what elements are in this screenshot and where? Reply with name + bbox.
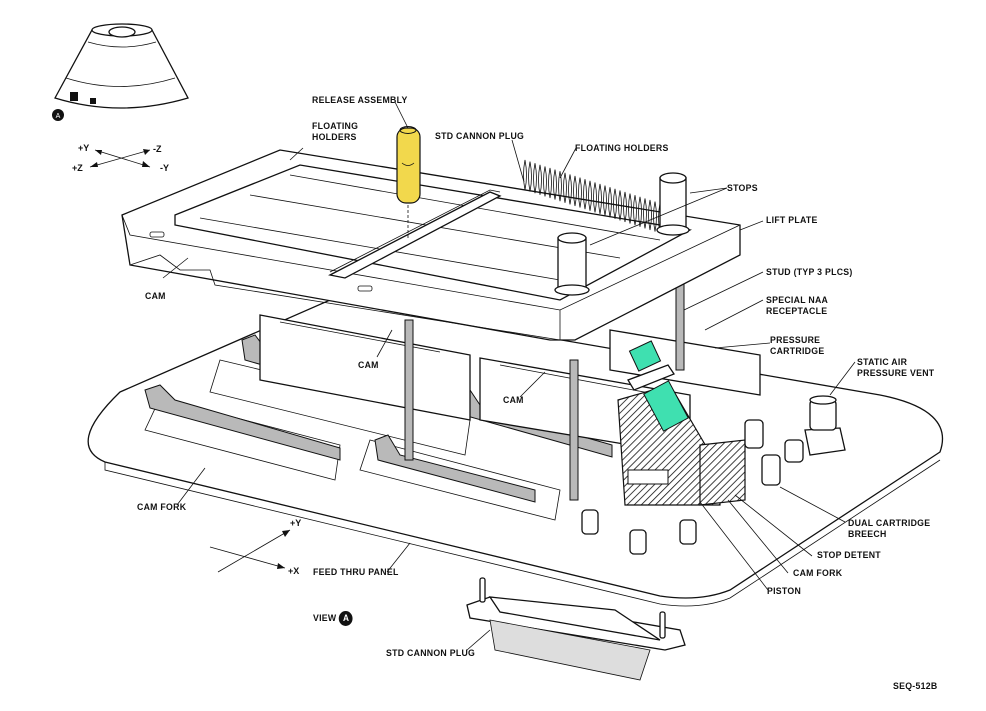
coil-spring bbox=[623, 191, 627, 223]
coil-spring bbox=[538, 164, 542, 195]
coil-spring bbox=[533, 163, 537, 194]
axis-plus-x-bottom: +X bbox=[288, 566, 300, 576]
label-stop-detent: STOP DETENT bbox=[817, 550, 881, 561]
coil-spring bbox=[638, 196, 642, 227]
label-dual-cartridge-breech: DUAL CARTRIDGE BREECH bbox=[848, 518, 931, 540]
axis-minus-y-top: -Y bbox=[160, 163, 169, 173]
axis-plus-y-top: +Y bbox=[78, 143, 90, 153]
label-stops: STOPS bbox=[727, 183, 758, 194]
coil-spring bbox=[648, 199, 652, 231]
coil-spring bbox=[548, 167, 552, 199]
coil-spring bbox=[588, 180, 592, 211]
dual-cartridge-breech-shape bbox=[617, 340, 746, 506]
coil-spring bbox=[583, 179, 587, 210]
coil-spring bbox=[603, 185, 607, 216]
label-std-cannon-plug-top: STD CANNON PLUG bbox=[435, 131, 525, 142]
label-cam-fork-right: CAM FORK bbox=[793, 568, 843, 579]
coil-spring bbox=[563, 172, 567, 203]
view-a-marker-inset bbox=[52, 109, 64, 121]
label-floating-holders-left: FLOATING HOLDERS bbox=[312, 121, 359, 143]
release-assembly-shape bbox=[396, 126, 421, 240]
label-cam-right: CAM bbox=[503, 395, 524, 406]
label-floating-holders-right: FLOATING HOLDERS bbox=[575, 143, 669, 154]
coil-spring bbox=[593, 182, 597, 213]
label-feed-thru-panel: FEED THRU PANEL bbox=[313, 567, 399, 578]
label-release-assembly: RELEASE ASSEMBLY bbox=[312, 95, 408, 106]
label-lift-plate: LIFT PLATE bbox=[766, 215, 818, 226]
label-pressure-cartridge: PRESSURE CARTRIDGE bbox=[770, 335, 825, 357]
coil-spring bbox=[618, 190, 622, 221]
floating-holders-coils bbox=[523, 159, 662, 234]
coil-spring bbox=[628, 193, 632, 224]
label-std-cannon-plug-bottom: STD CANNON PLUG bbox=[386, 648, 476, 659]
stops-shapes bbox=[554, 172, 690, 296]
coil-spring bbox=[543, 166, 547, 197]
axis-plus-y-bottom: +Y bbox=[290, 518, 302, 528]
coil-spring bbox=[598, 183, 602, 215]
label-cam-left: CAM bbox=[145, 291, 166, 302]
top-axes-arrows bbox=[89, 149, 151, 168]
coil-spring bbox=[608, 187, 612, 218]
studs bbox=[404, 269, 685, 501]
coil-spring bbox=[553, 169, 557, 200]
coil-spring bbox=[568, 174, 572, 205]
label-cam-middle: CAM bbox=[358, 360, 379, 371]
label-stud: STUD (TYP 3 PLCS) bbox=[766, 267, 853, 278]
coil-spring bbox=[558, 171, 562, 202]
command-module-inset: A bbox=[52, 23, 189, 121]
lift-plate-shape bbox=[121, 149, 741, 341]
coil-spring bbox=[573, 175, 577, 207]
coil-spring bbox=[633, 195, 637, 226]
bottom-axes-arrows bbox=[209, 529, 291, 573]
figure-id: SEQ-512B bbox=[893, 681, 938, 692]
view-a-badge: A bbox=[339, 611, 354, 626]
coil-spring bbox=[613, 188, 617, 219]
leader-lines bbox=[162, 101, 856, 651]
vents-and-fittings bbox=[581, 395, 846, 555]
coil-spring bbox=[643, 198, 647, 229]
axis-plus-z-top: +Z bbox=[72, 163, 83, 173]
view-a-marker-text: A bbox=[56, 113, 61, 120]
coil-spring bbox=[578, 177, 582, 208]
coil-spring bbox=[528, 161, 532, 192]
label-special-naa-receptacle: SPECIAL NAA RECEPTACLE bbox=[766, 295, 829, 317]
label-static-air-pressure-vent: STATIC AIR PRESSURE VENT bbox=[857, 357, 935, 379]
view-label-text: VIEW bbox=[313, 613, 337, 625]
axis-minus-z-top: -Z bbox=[153, 144, 162, 154]
coil-spring bbox=[653, 201, 657, 232]
coil-spring bbox=[523, 159, 527, 191]
std-cannon-plug-bottom-shape bbox=[466, 577, 686, 681]
label-piston: PISTON bbox=[767, 586, 802, 597]
label-cam-fork-left: CAM FORK bbox=[137, 502, 187, 513]
